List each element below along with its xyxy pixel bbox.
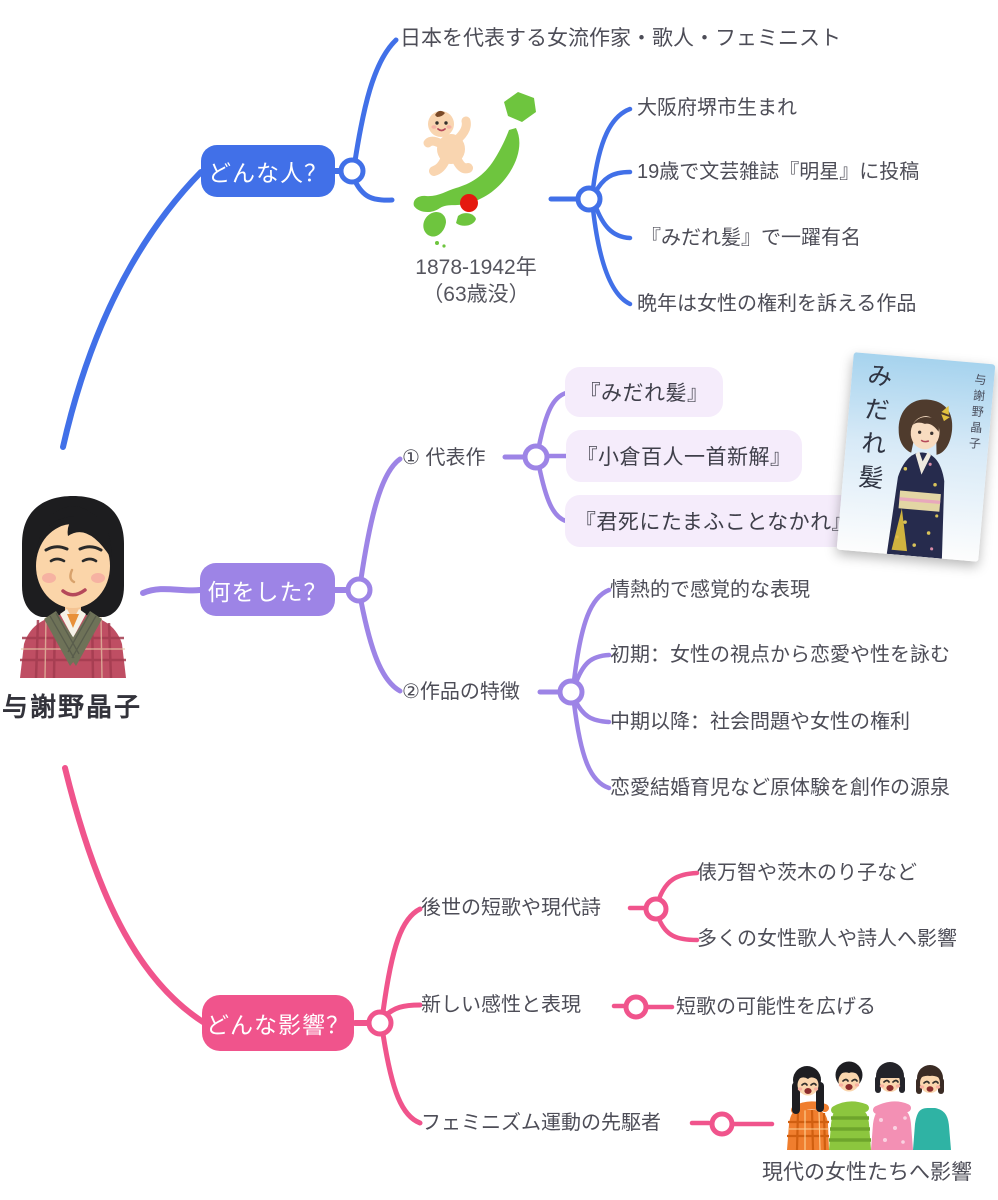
dates-line2: （63歳没） [422,283,530,306]
topic-influence-label: どんな影響？ [206,1012,350,1038]
node-poetry-child-1[interactable]: 俵万智や茨木のり子など [697,862,917,884]
topic-what-label: 何をした？ [207,578,328,605]
topic-who-label: どんな人？ [208,160,328,186]
japan-map-icon [413,92,536,248]
topic-who[interactable]: どんな人？ [201,145,335,197]
branch-what-lines [140,390,612,791]
work-2-label: 『小倉百人一首新解』 [576,446,792,469]
central-topic[interactable] [8,486,138,679]
book-cover-figure [886,399,953,559]
book-author-vertical: 与謝野晶子 [966,372,988,454]
node-work-1[interactable]: 『みだれ髪』 [565,367,723,417]
node-work-3[interactable]: 『君死にたまふことなかれ』 [565,495,863,547]
node-birth-dates[interactable]: 1878-1942年 （63歳没） [402,254,550,308]
toggle-influence[interactable] [366,1009,394,1037]
toggle-circles [338,157,735,1137]
node-overview[interactable]: 日本を代表する女流作家・歌人・フェミニスト [400,27,841,50]
dates-line1: 1878-1942年 [415,256,537,279]
node-birth-image[interactable] [404,88,548,248]
node-fact-1[interactable]: 大阪府堺市生まれ [637,97,797,119]
branch-who-lines [60,37,633,450]
node-sense-child[interactable]: 短歌の可能性を広げる [676,996,876,1018]
node-feminism[interactable]: フェミニズム運動の先駆者 [421,1112,661,1134]
toggle-sense[interactable] [623,994,649,1020]
node-fact-3[interactable]: 『みだれ髪』で一躍有名 [641,227,861,249]
node-feature-1[interactable]: 情熱的で感覚的な表現 [610,579,810,601]
toggle-feminism[interactable] [709,1111,735,1137]
midaregami-book-cover: みだれ髪 与謝野晶子 [836,352,996,562]
node-feature-4[interactable]: 恋愛結婚育児など原体験を創作の源泉 [610,777,950,799]
node-fact-2[interactable]: 19歳で文芸雑誌『明星』に投稿 [637,161,920,183]
node-features-label[interactable]: ②作品の特徴 [402,681,520,703]
node-poetry-child-2[interactable]: 多くの女性歌人や詩人へ影響 [697,928,957,950]
node-poetry[interactable]: 後世の短歌や現代詩 [421,897,601,919]
toggle-poetry[interactable] [643,896,669,922]
branch-influence-lines [62,765,775,1127]
baby-icon [421,108,473,176]
toggle-who[interactable] [338,157,366,185]
node-feature-2[interactable]: 初期：女性の視点から恋愛や性を詠む [610,644,950,666]
toggle-what[interactable] [345,576,373,604]
birthplace-marker [460,194,478,212]
toggle-features[interactable] [557,678,585,706]
toggle-works[interactable] [522,443,550,471]
yosano-akiko-portrait-illustration [20,496,126,679]
toggle-who-facts[interactable] [575,185,603,213]
women-group-icon [783,1058,953,1151]
node-sense[interactable]: 新しい感性と表現 [421,994,581,1016]
node-works-label[interactable]: ① 代表作 [402,447,486,469]
topic-what[interactable]: 何をした？ [200,563,335,616]
node-fact-4[interactable]: 晩年は女性の権利を訴える作品 [637,293,917,315]
node-feminism-caption[interactable]: 現代の女性たちへ影響 [762,1161,972,1184]
work-1-label: 『みだれ髪』 [579,382,709,405]
topic-influence[interactable]: どんな影響？ [202,995,354,1051]
node-feature-3[interactable]: 中期以降：社会問題や女性の権利 [610,711,910,733]
node-work-2[interactable]: 『小倉百人一首新解』 [566,430,802,482]
central-topic-label[interactable]: 与謝野晶子 [2,692,143,722]
work-3-label: 『君死にたまふことなかれ』 [574,511,854,534]
